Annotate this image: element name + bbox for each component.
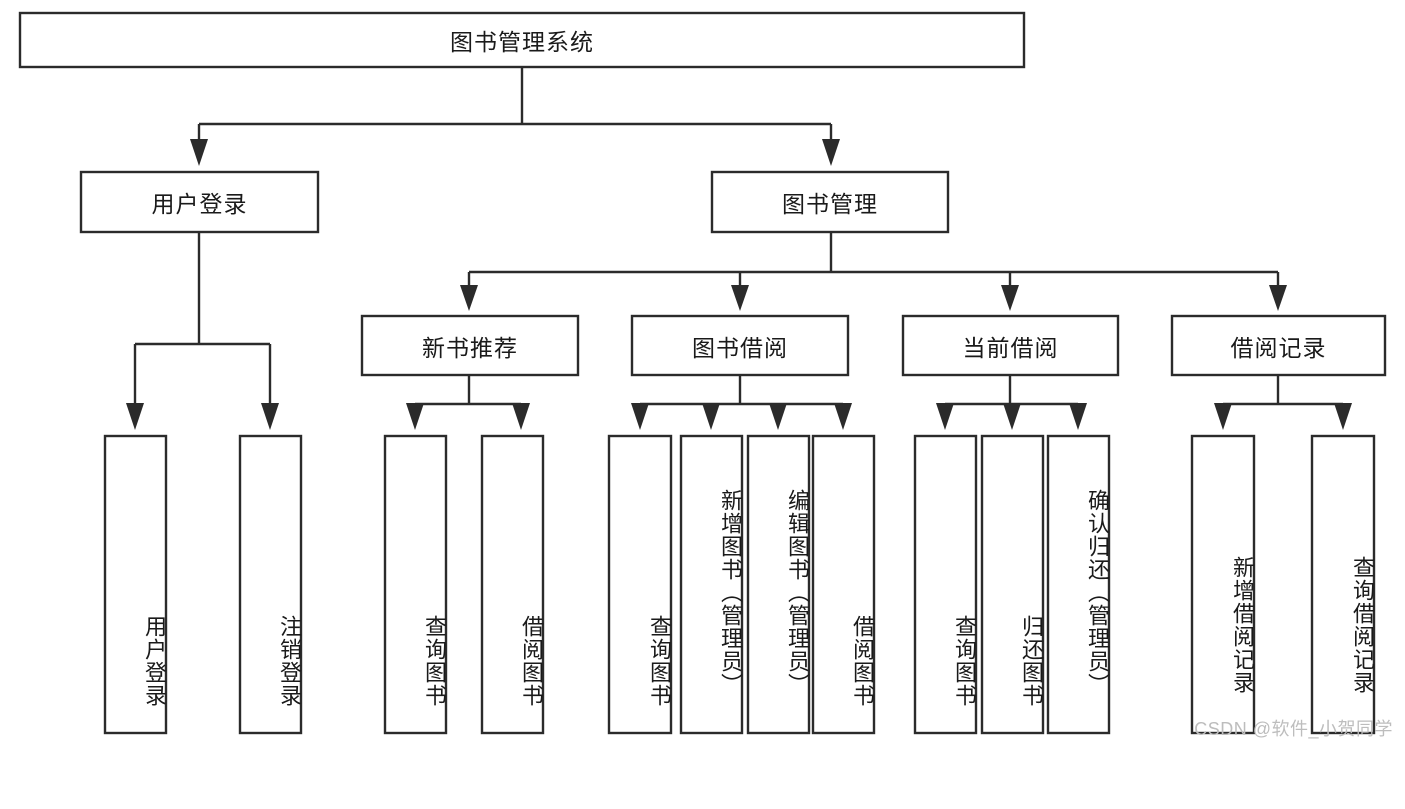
arrow-head-icon: [631, 403, 649, 430]
arrow-head-icon: [512, 403, 530, 430]
arrow-head-icon: [936, 403, 954, 430]
connector-new-book-rec-to-children: [406, 375, 530, 430]
arrow-head-icon: [731, 285, 749, 311]
node-box-l4-logout[interactable]: [238, 434, 303, 735]
diagram-canvas: 图书管理系统 用户登录 图书管理 新书推荐 图书借阅 当前借阅 借阅记录 用户登…: [18, 11, 1393, 739]
connector-book-borrow-to-children: [631, 375, 852, 430]
arrow-head-icon: [126, 403, 144, 430]
node-box-current-borrow[interactable]: [901, 314, 1120, 377]
node-box-l4-query-book-2[interactable]: [607, 434, 673, 735]
node-box-book-management[interactable]: [710, 170, 950, 234]
node-box-l4-query-borrow-record[interactable]: [1310, 434, 1376, 735]
node-box-borrow-record[interactable]: [1170, 314, 1387, 377]
arrow-head-icon: [1334, 403, 1352, 430]
arrow-head-icon: [1001, 285, 1019, 311]
arrow-head-icon: [822, 139, 840, 166]
connector-root-to-level2: [190, 67, 840, 166]
arrow-head-icon: [190, 139, 208, 166]
node-box-l4-add-borrow-record[interactable]: [1190, 434, 1256, 735]
hierarchy-diagram: [18, 11, 1387, 735]
node-box-l4-confirm-return-admin[interactable]: [1046, 434, 1111, 735]
arrow-head-icon: [702, 403, 720, 430]
arrow-head-icon: [769, 403, 787, 430]
connector-user-login-to-children: [126, 232, 279, 430]
node-box-l4-return-book[interactable]: [980, 434, 1045, 735]
node-box-l4-query-book-1[interactable]: [383, 434, 448, 735]
node-box-l4-borrow-book-1[interactable]: [480, 434, 545, 735]
node-box-l4-user-login[interactable]: [103, 434, 168, 735]
node-box-l4-query-book-3[interactable]: [913, 434, 978, 735]
arrow-head-icon: [834, 403, 852, 430]
node-box-new-book-recommend[interactable]: [360, 314, 580, 377]
node-box-root[interactable]: [18, 11, 1026, 69]
node-box-l4-edit-book-admin[interactable]: [746, 434, 811, 735]
arrow-head-icon: [1269, 285, 1287, 311]
arrow-head-icon: [1003, 403, 1021, 430]
connector-level2-to-level3: [460, 232, 1287, 311]
node-box-book-borrow[interactable]: [630, 314, 850, 377]
arrow-head-icon: [406, 403, 424, 430]
arrow-head-icon: [261, 403, 279, 430]
node-box-l4-add-book-admin[interactable]: [679, 434, 744, 735]
arrow-head-icon: [1069, 403, 1087, 430]
connector-current-borrow-to-children: [936, 375, 1087, 430]
node-box-l4-borrow-book-2[interactable]: [811, 434, 876, 735]
connector-borrow-record-to-children: [1214, 375, 1352, 430]
arrow-head-icon: [1214, 403, 1232, 430]
node-box-user-login[interactable]: [79, 170, 320, 234]
arrow-head-icon: [460, 285, 478, 311]
